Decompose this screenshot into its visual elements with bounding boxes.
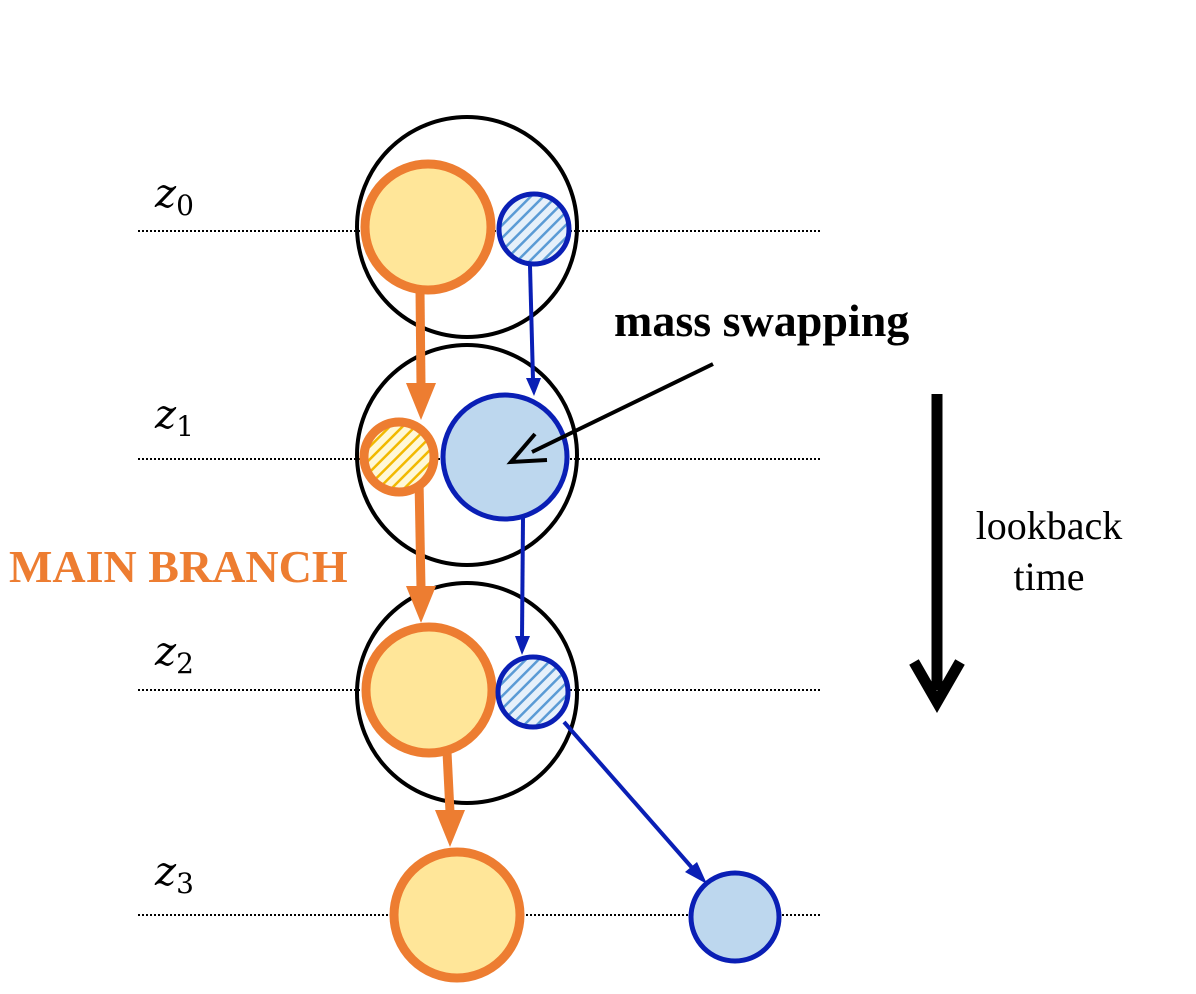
satellite-z2 [495,654,571,730]
redshift-label-z1: z1 [154,392,194,443]
halos [355,115,579,805]
redshift-labels: z0 z1 z2 z3 [154,171,194,900]
halo-z1 [355,343,579,567]
redshift-label-z2: z2 [154,629,194,680]
main-arrow-z0-z1 [406,289,436,420]
secondary-arrow-z0-z1 [526,265,541,396]
main-progenitor-z1 [359,417,439,497]
mass-swapping-arrowhead [506,432,548,465]
secondary-arrow-z2-z3 [562,720,707,884]
halo-z2 [355,581,579,805]
massive-progenitor-z1 [440,392,570,522]
main-progenitor-z2 [361,622,497,758]
main-branch-label: MAIN BRANCH [9,541,348,592]
subhalos [359,159,782,983]
mass-swapping-annotation: mass swapping [506,295,909,465]
halo-z0 [355,115,579,339]
satellite-z0 [496,191,572,267]
main-progenitor-z3 [389,847,525,983]
lookback-time-arrow [909,394,965,714]
main-arrow-z1-z2 [406,479,436,623]
main-branch-arrows [406,289,465,847]
redshift-label-z3: z3 [154,849,194,900]
redshift-label-z0: z0 [154,171,194,222]
secondary-arrows [515,265,707,884]
main-progenitor-z0 [360,159,496,295]
main-arrow-z2-z3 [435,751,465,847]
mass-swapping-label: mass swapping [614,295,909,346]
lookback-label-line2: time [1013,554,1084,599]
secondary-progenitor-z3 [688,870,782,964]
lookback-label-line1: lookback [976,503,1123,548]
mass-swapping-pointer [531,362,714,454]
secondary-arrow-z1-z2 [515,517,530,655]
